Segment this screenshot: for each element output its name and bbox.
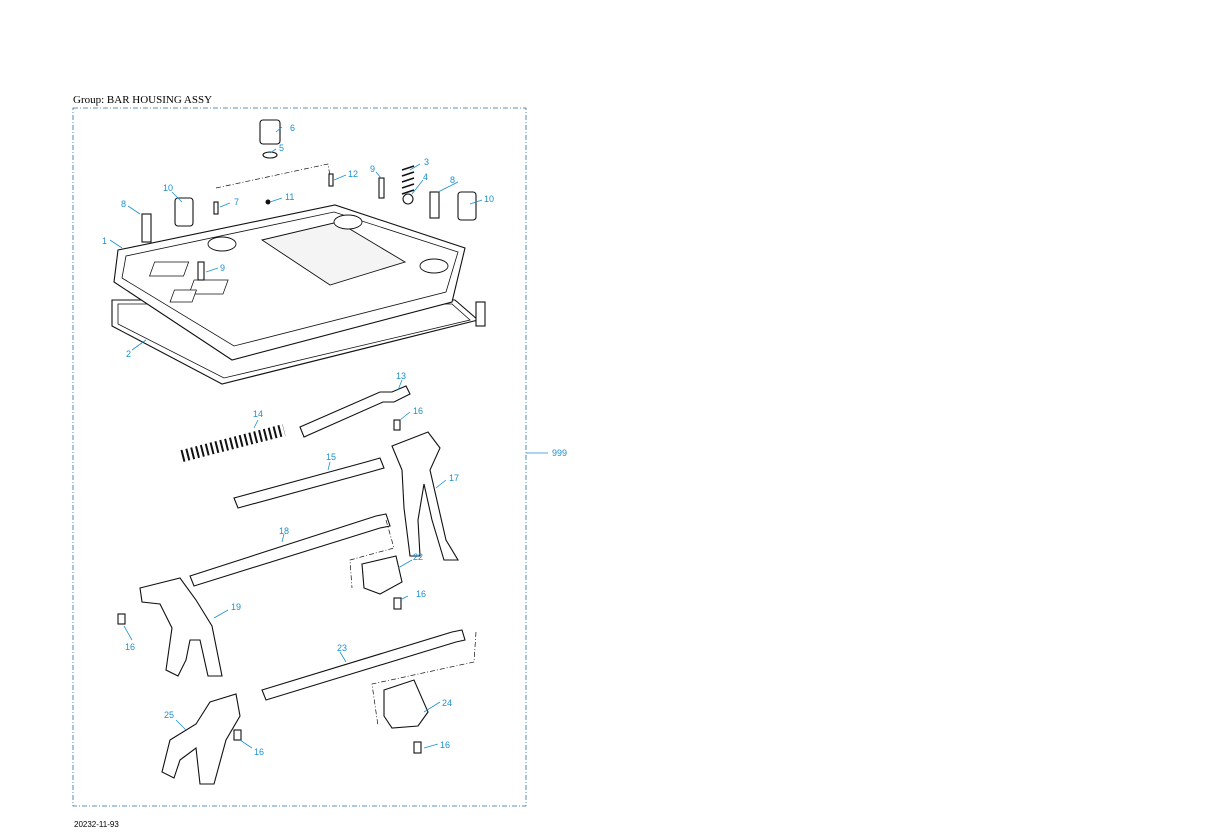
spring-3 (401, 165, 415, 195)
callout-16-a: 16 (413, 406, 423, 416)
switch-10-left (174, 197, 194, 227)
callout-9-top: 9 (370, 164, 375, 174)
block-24 (383, 679, 429, 729)
fork-25 (161, 693, 241, 785)
callout-14: 14 (253, 409, 263, 419)
callout-10-right: 10 (484, 194, 494, 204)
callout-24: 24 (442, 698, 452, 708)
callout-12: 12 (348, 169, 358, 179)
screw-16-d (233, 729, 242, 741)
screw-16-c (117, 613, 126, 625)
group-boundary (72, 107, 527, 807)
callout-9-plate: 9 (220, 263, 225, 273)
callout-16-b: 16 (416, 589, 426, 599)
rail-13 (299, 385, 411, 438)
callout-7: 7 (234, 197, 239, 207)
callout-3: 3 (424, 157, 429, 167)
pin-9-top (378, 177, 385, 199)
bolt-8-left (141, 213, 152, 243)
pin-9-plate (197, 261, 205, 281)
bore-right (419, 258, 449, 274)
spring-14 (180, 424, 286, 462)
callout-16-e: 16 (440, 740, 450, 750)
callout-8-right: 8 (450, 175, 455, 185)
block-22 (361, 555, 403, 595)
screw-16-a (393, 419, 401, 431)
group-title: Group: BAR HOUSING ASSY (73, 94, 213, 106)
rail-15 (233, 457, 385, 509)
callout-5: 5 (279, 143, 284, 153)
bore-left (207, 236, 237, 252)
bore-center (333, 214, 363, 230)
pin-12 (328, 173, 334, 187)
callout-11: 11 (285, 192, 294, 202)
screw-16-e (413, 741, 422, 754)
callout-16-c: 16 (125, 642, 135, 652)
callout-22: 22 (413, 552, 423, 562)
plate-window-2 (188, 279, 229, 295)
plug-11 (265, 199, 271, 205)
switch-6 (259, 119, 281, 145)
callout-25: 25 (164, 710, 174, 720)
switch-10-right (457, 191, 477, 221)
plate-window-1 (148, 261, 190, 277)
ball-4 (402, 193, 414, 205)
box-24 (371, 631, 477, 727)
document-code: 20232-11-93 (74, 820, 119, 829)
fork-19 (139, 577, 223, 677)
pin-7 (213, 201, 219, 215)
callout-4: 4 (423, 172, 428, 182)
centerline-top (215, 163, 331, 189)
callout-16-d: 16 (254, 747, 264, 757)
center-pocket (260, 221, 407, 286)
bar-housing-plate (113, 204, 466, 361)
fork-17 (391, 431, 459, 561)
callout-999: 999 (552, 448, 567, 458)
callout-17: 17 (449, 473, 459, 483)
bolt-gasket (475, 301, 486, 327)
plate-window-3 (169, 289, 197, 303)
callout-15: 15 (326, 452, 336, 462)
callout-6: 6 (290, 123, 295, 133)
box-22 (349, 519, 395, 589)
rail-23 (261, 629, 466, 701)
washer-5 (262, 151, 278, 159)
callout-19: 19 (231, 602, 241, 612)
callout-8-left: 8 (121, 199, 126, 209)
callout-1: 1 (102, 236, 107, 246)
callout-23: 23 (337, 643, 347, 653)
rail-18 (189, 513, 391, 587)
callout-2: 2 (126, 349, 131, 359)
screw-16-b (393, 597, 402, 610)
bar-housing-top (121, 211, 459, 347)
callout-13: 13 (396, 371, 406, 381)
callout-18: 18 (279, 526, 289, 536)
callout-10-left: 10 (163, 183, 173, 193)
bolt-8-right (429, 191, 440, 219)
